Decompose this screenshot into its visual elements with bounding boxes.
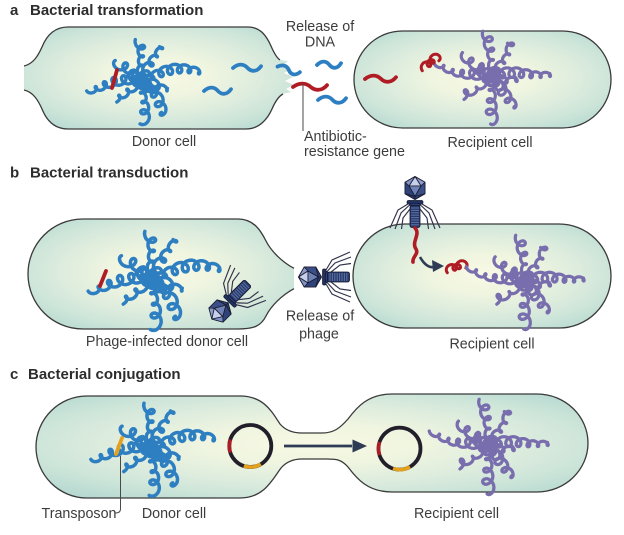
svg-text:Bacterial conjugation: Bacterial conjugation — [28, 366, 181, 383]
svg-text:Bacterial transformation: Bacterial transformation — [30, 2, 203, 19]
svg-text:phage: phage — [299, 327, 339, 343]
svg-text:Phage-infected donor cell: Phage-infected donor cell — [86, 334, 248, 350]
svg-text:Transposon: Transposon — [42, 506, 117, 522]
svg-text:DNA: DNA — [305, 35, 336, 51]
svg-text:Antibiotic-: Antibiotic- — [304, 129, 367, 145]
svg-text:b: b — [10, 165, 19, 182]
svg-text:Release of: Release of — [286, 19, 354, 35]
svg-text:Bacterial transduction: Bacterial transduction — [30, 165, 188, 182]
svg-text:Donor cell: Donor cell — [142, 506, 206, 522]
svg-text:Donor cell: Donor cell — [132, 134, 196, 150]
svg-text:Recipient cell: Recipient cell — [449, 337, 534, 353]
svg-text:a: a — [10, 2, 19, 19]
svg-text:resistance gene: resistance gene — [304, 144, 405, 160]
svg-text:c: c — [10, 366, 18, 383]
svg-text:Release of: Release of — [286, 309, 354, 325]
svg-text:Recipient cell: Recipient cell — [414, 506, 499, 522]
svg-text:Recipient cell: Recipient cell — [447, 135, 532, 151]
